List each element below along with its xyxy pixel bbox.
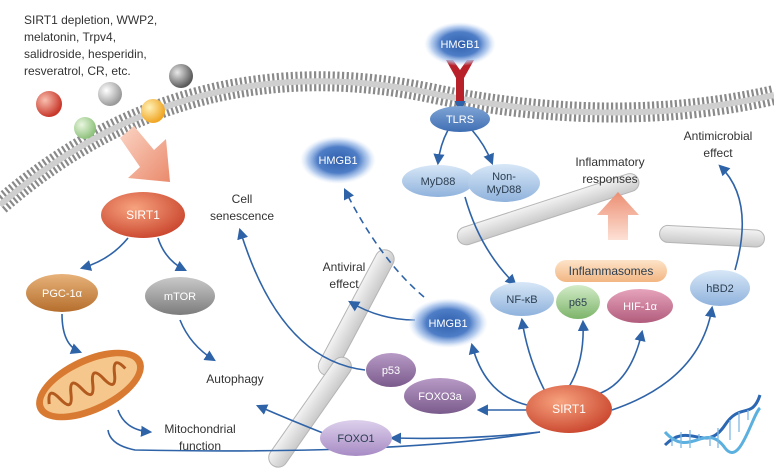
cell-senescence-line2: senescence [210, 209, 274, 223]
p53-label: p53 [382, 365, 400, 377]
dna-icon [663, 394, 762, 454]
inflammasomes-label: Inflammasomes [569, 264, 654, 278]
entry-arrow [120, 126, 170, 182]
foxo1-node[interactable]: FOXO1 [320, 420, 392, 456]
non-myd88-node[interactable]: Non- MyD88 [468, 164, 540, 202]
hif1a-label: HIF-1α [623, 301, 658, 313]
cytoskeleton [268, 173, 765, 468]
inflammatory-responses-line1: Inflammatory [575, 155, 644, 169]
pgc1a-node[interactable]: PGC-1α [26, 274, 98, 312]
foxo3a-label: FOXO3a [418, 391, 462, 403]
antiviral-effect-line2: effect [329, 277, 359, 291]
hmgb1-extracellular-node[interactable]: HMGB1 [424, 22, 496, 66]
cell-membrane [0, 71, 774, 213]
inflammasomes-node[interactable]: Inflammasomes [555, 260, 667, 282]
antimicrobial-effect-line2: effect [703, 146, 733, 160]
agents-line-2: melatonin, Trpv4, [24, 30, 116, 44]
mtor-label: mTOR [164, 291, 196, 303]
sirt1-bottom-node[interactable]: SIRT1 [526, 385, 612, 433]
hbd2-label: hBD2 [706, 283, 734, 295]
sirt1-top-label: SIRT1 [126, 208, 160, 222]
mtor-node[interactable]: mTOR [145, 277, 215, 315]
autophagy-label: Autophagy [206, 372, 263, 386]
mitochondrial-function-line2: function [179, 439, 221, 453]
myd88-label: MyD88 [421, 176, 456, 188]
foxo3a-node[interactable]: FOXO3a [404, 378, 476, 414]
pgc1a-label: PGC-1α [42, 288, 83, 300]
pathway-arrows [61, 101, 744, 452]
mitochondrial-function-line1: Mitochondrial [164, 422, 235, 436]
hmgb1-center-label: HMGB1 [428, 318, 467, 330]
p65-node[interactable]: p65 [556, 285, 600, 319]
nfkb-node[interactable]: NF-κB [490, 282, 554, 316]
agents-line-1: SIRT1 depletion, WWP2, [24, 13, 157, 27]
antiviral-effect-line1: Antiviral [323, 260, 366, 274]
agent-molecules [36, 64, 193, 139]
p53-node[interactable]: p53 [366, 353, 416, 387]
hmgb1-released-node[interactable]: HMGB1 [300, 136, 376, 184]
tlrs-node[interactable]: TLRS [430, 106, 490, 132]
p65-label: p65 [569, 297, 587, 309]
cell-senescence-line1: Cell [232, 192, 253, 206]
hbd2-node[interactable]: hBD2 [690, 270, 750, 306]
mitochondrion-icon [36, 349, 144, 421]
inflammatory-responses-line2: responses [582, 172, 637, 186]
hif1a-node[interactable]: HIF-1α [607, 289, 673, 323]
agents-line-3: salidroside, hesperidin, [24, 47, 147, 61]
myd88-node[interactable]: MyD88 [402, 165, 474, 197]
sirt1-top-node[interactable]: SIRT1 [101, 192, 185, 238]
inflammatory-up-arrow [597, 192, 639, 240]
non-myd88-label-line2: MyD88 [487, 184, 522, 196]
non-myd88-label-line1: Non- [492, 171, 516, 183]
antimicrobial-effect-line1: Antimicrobial [684, 129, 753, 143]
foxo1-label: FOXO1 [337, 433, 374, 445]
hmgb1-top-label: HMGB1 [440, 39, 479, 51]
hmgb1-nuclear-node[interactable]: HMGB1 [408, 298, 488, 348]
tlrs-label: TLRS [446, 114, 474, 126]
hmgb1-left-label: HMGB1 [318, 155, 357, 167]
agents-text-block: SIRT1 depletion, WWP2, melatonin, Trpv4,… [24, 13, 157, 78]
sirt1-bottom-label: SIRT1 [552, 402, 586, 416]
nfkb-label: NF-κB [506, 294, 537, 306]
agents-line-4: resveratrol, CR, etc. [24, 64, 131, 78]
